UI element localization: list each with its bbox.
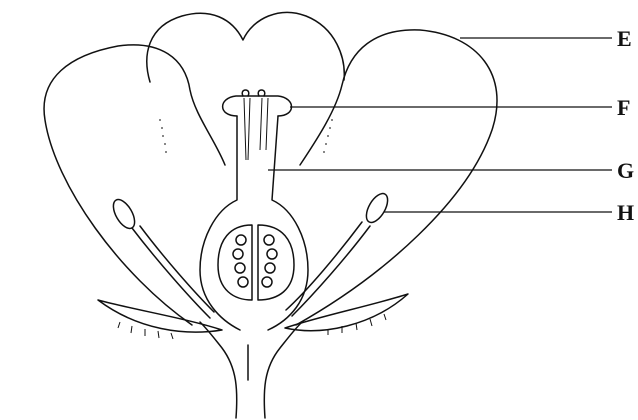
stamen-left xyxy=(109,196,214,318)
ovules xyxy=(233,235,277,287)
ovary xyxy=(218,225,294,300)
stigma xyxy=(223,90,292,160)
leader-lines xyxy=(268,38,612,212)
label-g: G xyxy=(617,158,634,183)
petal-back xyxy=(147,12,344,82)
sepal-right xyxy=(285,294,408,335)
stalk xyxy=(200,322,302,418)
sepal-left xyxy=(98,300,222,339)
label-f: F xyxy=(617,95,630,120)
pistil xyxy=(200,90,308,330)
petal-left xyxy=(44,45,225,325)
label-h: H xyxy=(617,200,634,225)
label-e: E xyxy=(617,26,632,51)
